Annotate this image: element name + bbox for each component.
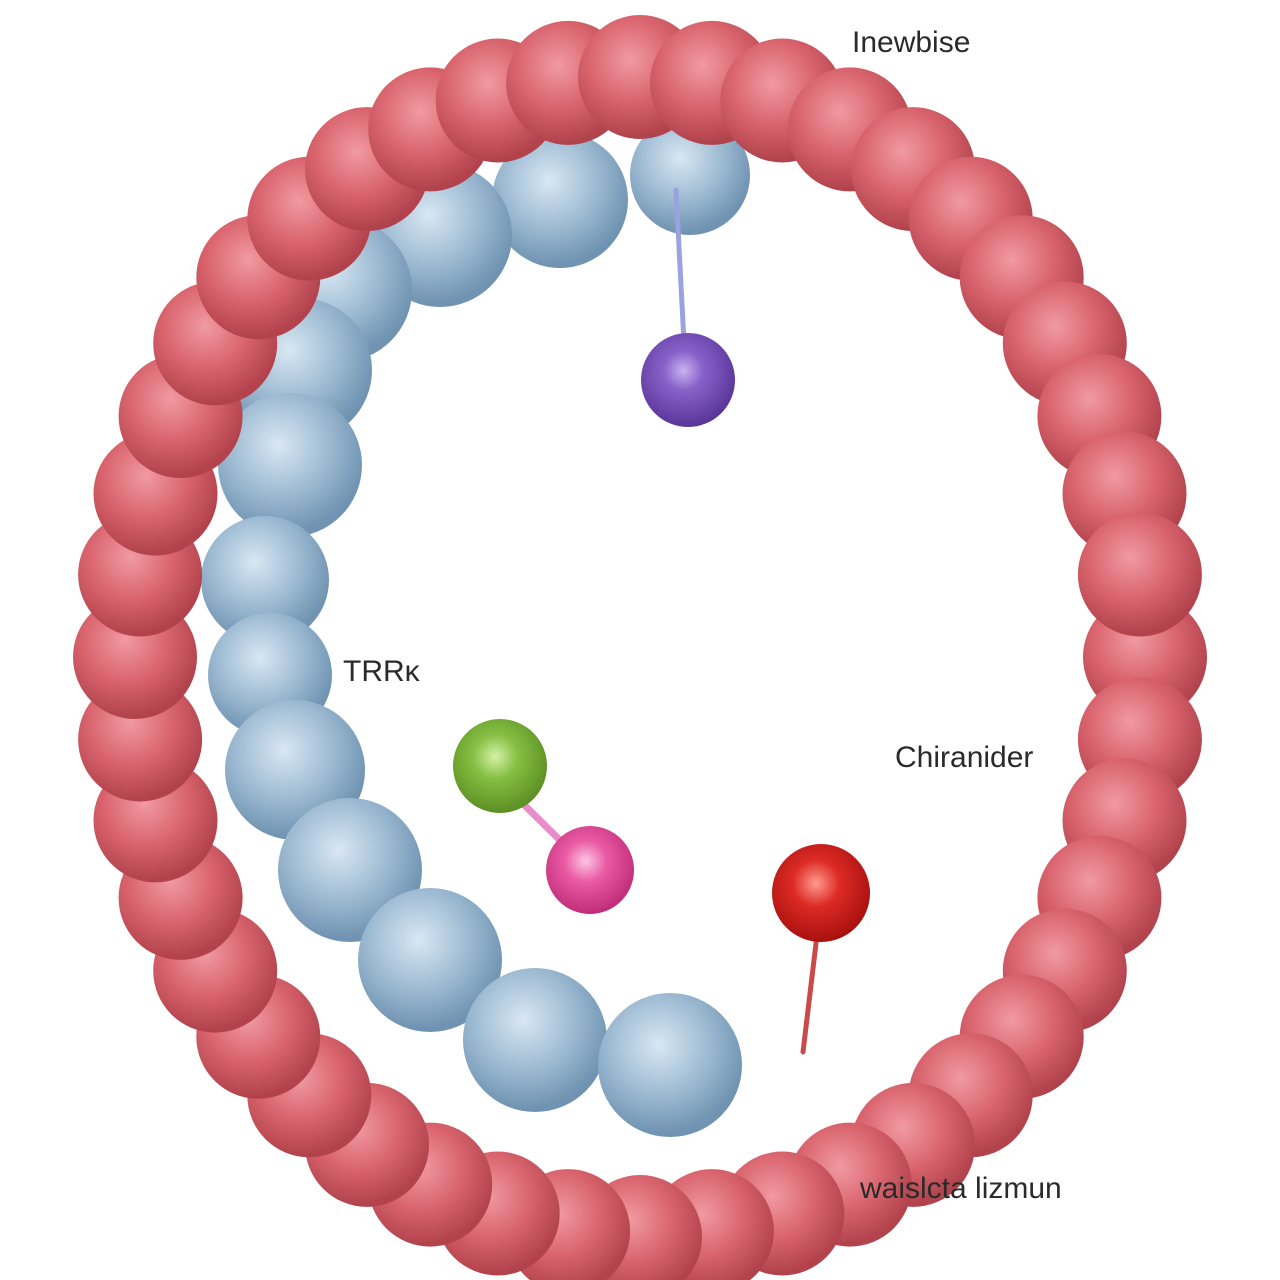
label-left-inner: TRRĸ (343, 655, 421, 688)
blue-bead (201, 516, 329, 644)
pink-ball (546, 826, 634, 914)
green-ball (453, 719, 547, 813)
label-bottom-right: waislсta lizmun (859, 1172, 1062, 1205)
red-bead (1077, 512, 1202, 637)
label-top-right: Inewbise (852, 26, 970, 59)
blue-bead (463, 968, 607, 1112)
blue-bead (218, 393, 362, 537)
blue-bead (358, 888, 502, 1032)
red-ball (772, 844, 870, 942)
blue-bead (492, 132, 628, 268)
blue-bead (598, 993, 742, 1137)
purple-ball (641, 333, 735, 427)
label-right-middle: Chiranider (895, 741, 1033, 774)
blue-bead (630, 115, 750, 235)
outer-red-ring (73, 15, 1207, 1280)
purple-ball-stick (673, 187, 687, 345)
